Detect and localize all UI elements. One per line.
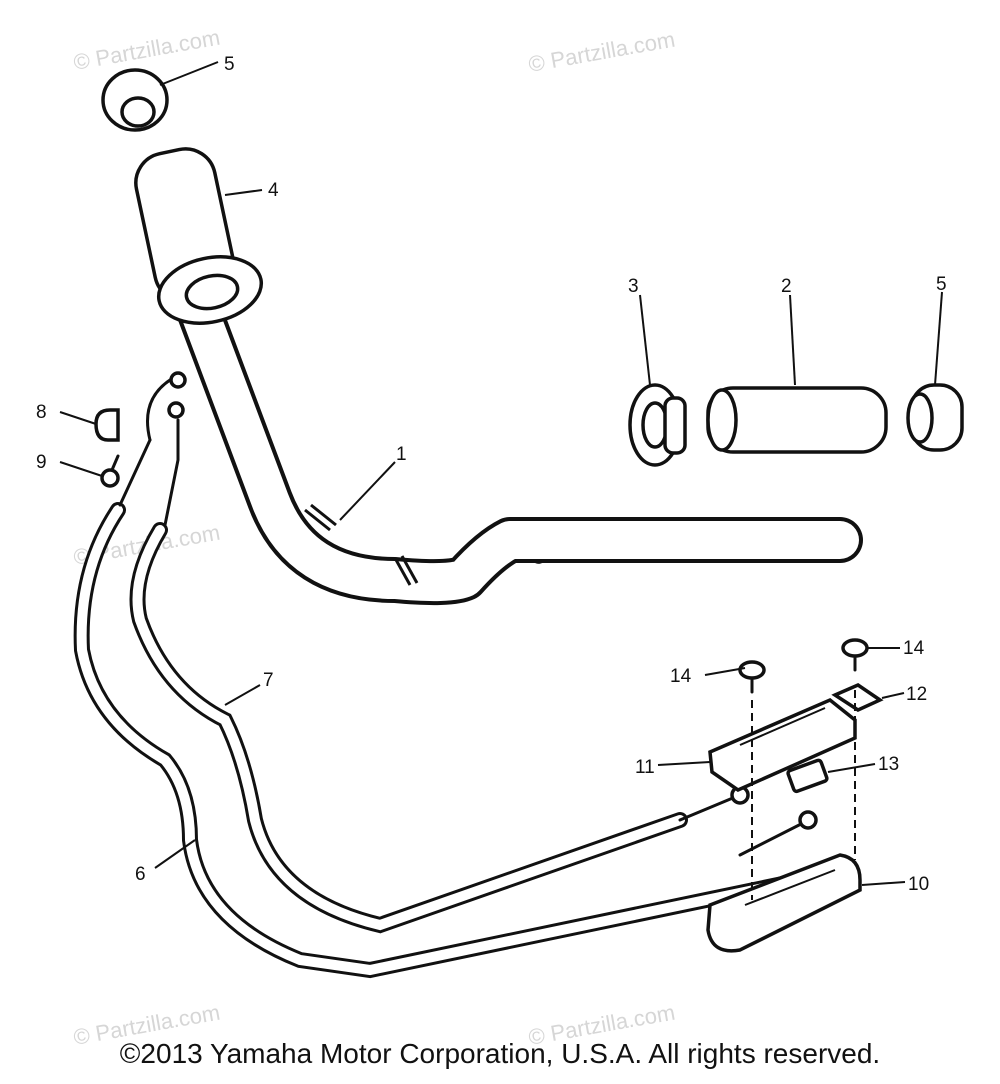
callout-7: 7 [263, 670, 274, 691]
callout-8: 8 [36, 402, 47, 423]
end-cap-part-5-top [101, 68, 169, 132]
callout-10: 10 [908, 874, 929, 895]
cable-part-7 [129, 371, 818, 934]
callout-5-top: 5 [224, 54, 235, 75]
plate-part-12 [831, 683, 884, 712]
callout-3: 3 [628, 276, 639, 297]
callout-6: 6 [135, 864, 146, 885]
screw-part-9 [100, 454, 120, 488]
watermark: © Partzilla.com [527, 27, 677, 77]
screw-part-14-left [738, 660, 766, 694]
left-grip-part-4 [134, 147, 264, 325]
right-grip-part-2 [706, 386, 888, 454]
callout-14-left: 14 [670, 666, 692, 687]
callout-2: 2 [781, 276, 792, 297]
watermark: © Partzilla.com [72, 25, 222, 75]
block-part-13 [786, 758, 829, 794]
copyright-notice: ©2013 Yamaha Motor Corporation, U.S.A. A… [119, 1038, 881, 1069]
handlebar-part-1 [172, 277, 863, 606]
callouts: 1 2 3 4 5 5 6 7 8 9 10 11 12 13 14 14 [36, 54, 947, 895]
throttle-collar-part-3 [628, 383, 687, 467]
screw-part-14-right [841, 638, 869, 672]
leader-lines [59, 61, 943, 886]
callout-4: 4 [268, 180, 279, 201]
upper-housing-part-11 [708, 697, 857, 792]
lower-housing-part-10 [706, 853, 862, 953]
cable-part-6 [73, 378, 858, 979]
callout-5-right: 5 [936, 274, 947, 295]
callout-11: 11 [635, 757, 655, 778]
clamp-part-8 [94, 408, 120, 442]
callout-12: 12 [906, 684, 927, 705]
callout-13: 13 [878, 754, 899, 775]
callout-14-right: 14 [903, 638, 925, 659]
callout-1: 1 [396, 444, 407, 465]
callout-9: 9 [36, 452, 47, 473]
end-cap-part-5-right [906, 383, 964, 452]
assembly-guide-lines [751, 690, 856, 900]
